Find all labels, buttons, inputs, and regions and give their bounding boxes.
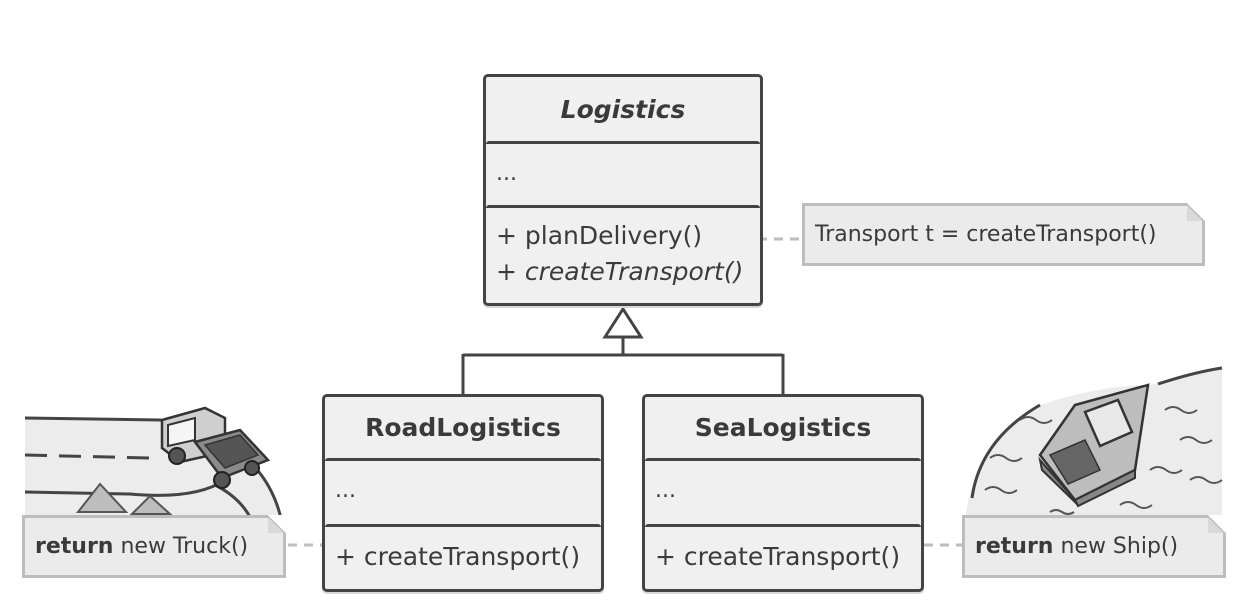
- plan-delivery-note: Transport t = createTransport(): [802, 203, 1205, 266]
- sea-logistics-class: SeaLogistics ... + createTransport(): [642, 394, 924, 592]
- boat-icon: [1038, 383, 1150, 508]
- inheritance-connector: [461, 306, 785, 396]
- note-fold-icon: [1187, 203, 1205, 221]
- class-operations: + createTransport(): [645, 524, 921, 589]
- road-illustration: [24, 406, 285, 530]
- note-fold-icon: [1208, 515, 1226, 533]
- operation-create-transport: + createTransport(): [655, 542, 901, 571]
- class-name: SeaLogistics: [694, 413, 872, 442]
- operation-create-transport: + createTransport(): [496, 257, 744, 286]
- note-text: new Ship(): [1060, 534, 1179, 559]
- sea-illustration: [965, 366, 1223, 520]
- class-attributes: ...: [486, 141, 760, 205]
- inheritance-arrow-icon: [602, 306, 644, 339]
- class-operations: + planDelivery() + createTransport(): [486, 205, 760, 303]
- truck-icon: [160, 406, 271, 489]
- operation-plan-delivery: + planDelivery(): [496, 221, 703, 250]
- logistics-class: Logistics ... + planDelivery() + createT…: [483, 74, 763, 306]
- note-keyword: return: [975, 534, 1054, 559]
- operation-create-transport: + createTransport(): [335, 542, 581, 571]
- class-name: Logistics: [560, 94, 686, 124]
- note-keyword: return: [35, 534, 114, 559]
- sea-return-note: return new Ship(): [962, 515, 1226, 578]
- class-attributes: ...: [325, 458, 601, 524]
- class-attributes: ...: [645, 458, 921, 524]
- note-text: new Truck(): [120, 534, 249, 559]
- class-operations: + createTransport(): [325, 524, 601, 589]
- class-name: RoadLogistics: [365, 413, 561, 442]
- note-text: Transport t = createTransport(): [815, 222, 1157, 247]
- road-logistics-class: RoadLogistics ... + createTransport(): [322, 394, 604, 592]
- note-fold-icon: [268, 515, 286, 533]
- road-return-note: return new Truck(): [22, 515, 286, 578]
